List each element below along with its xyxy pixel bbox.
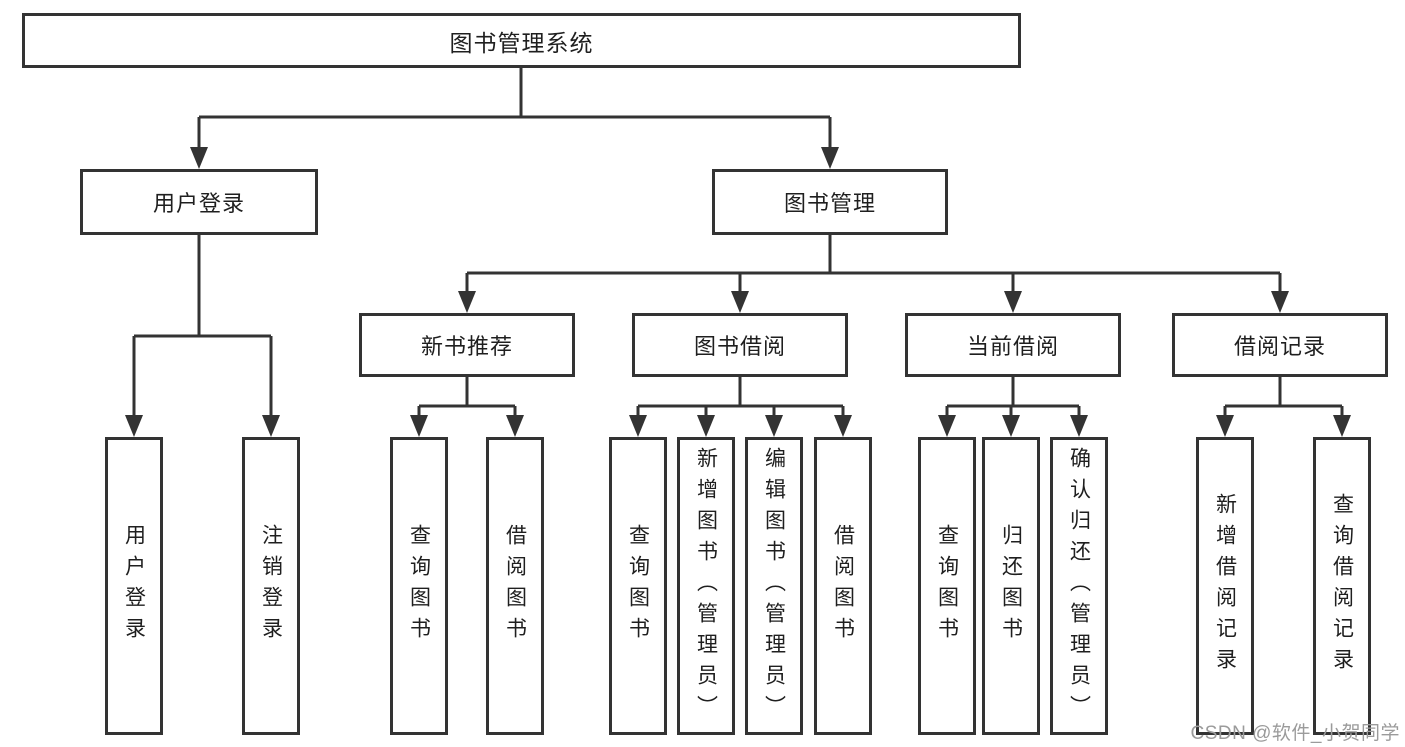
- arrowhead-icon: [1004, 291, 1022, 313]
- leaf-return-book: 归还图书: [982, 437, 1040, 735]
- leaf-edit-book-admin: 编辑图书（管理员）: [745, 437, 803, 735]
- arrowhead-icon: [1333, 415, 1351, 437]
- leaf-add-book-admin: 新增图书（管理员）: [677, 437, 735, 735]
- arrowhead-icon: [731, 291, 749, 313]
- leaf-borrow-books-borrowing: 借阅图书: [814, 437, 872, 735]
- node-current-borrowing: 当前借阅: [905, 313, 1121, 377]
- arrowhead-icon: [765, 415, 783, 437]
- arrowhead-icon: [1271, 291, 1289, 313]
- node-library-management-system: 图书管理系统: [22, 13, 1021, 68]
- leaf-query-books-recommend: 查询图书: [390, 437, 448, 735]
- node-borrowing-records: 借阅记录: [1172, 313, 1388, 377]
- node-book-management: 图书管理: [712, 169, 948, 235]
- arrowhead-icon: [125, 415, 143, 437]
- leaf-borrow-books-recommend: 借阅图书: [486, 437, 544, 735]
- arrowhead-icon: [410, 415, 428, 437]
- arrowhead-icon: [190, 147, 208, 169]
- arrowhead-icon: [629, 415, 647, 437]
- arrowhead-icon: [506, 415, 524, 437]
- leaf-query-borrow-record: 查询借阅记录: [1313, 437, 1371, 735]
- leaf-query-books-current: 查询图书: [918, 437, 976, 735]
- node-new-book-recommendation: 新书推荐: [359, 313, 575, 377]
- watermark: CSDN @软件_小贺同学: [1190, 723, 1400, 744]
- leaf-logout: 注销登录: [242, 437, 300, 735]
- node-book-borrowing: 图书借阅: [632, 313, 848, 377]
- leaf-user-login: 用户登录: [105, 437, 163, 735]
- arrowhead-icon: [262, 415, 280, 437]
- arrowhead-icon: [458, 291, 476, 313]
- leaf-query-books-borrowing: 查询图书: [609, 437, 667, 735]
- leaf-confirm-return-admin: 确认归还（管理员）: [1050, 437, 1108, 735]
- arrowhead-icon: [1070, 415, 1088, 437]
- arrowhead-icon: [1002, 415, 1020, 437]
- node-user-login: 用户登录: [80, 169, 318, 235]
- arrowhead-icon: [1216, 415, 1234, 437]
- arrowhead-icon: [938, 415, 956, 437]
- arrowhead-icon: [697, 415, 715, 437]
- arrowhead-icon: [834, 415, 852, 437]
- arrowhead-icon: [821, 147, 839, 169]
- leaf-add-borrow-record: 新增借阅记录: [1196, 437, 1254, 735]
